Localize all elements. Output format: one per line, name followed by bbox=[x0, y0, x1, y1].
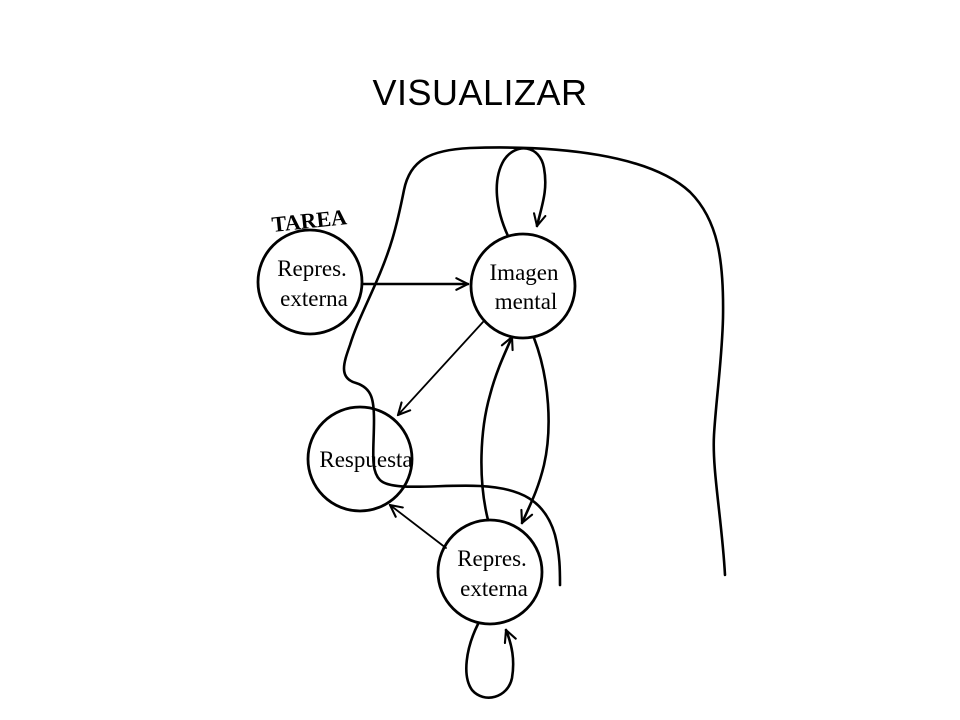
edge-external-bottom-to-mental bbox=[480, 337, 512, 522]
node-external-top bbox=[256, 228, 364, 336]
node-mental-image-label-1: Imagen bbox=[490, 260, 559, 285]
edge-external-bottom-self-loop bbox=[465, 622, 513, 699]
node-external-bottom-label-2: externa bbox=[460, 576, 528, 601]
task-label: TAREA bbox=[270, 204, 348, 237]
node-mental-image bbox=[469, 232, 577, 340]
node-mental-image-label-2: mental bbox=[495, 289, 558, 314]
node-external-top-label-2: externa bbox=[280, 286, 348, 311]
node-external-top-label-1: Repres. bbox=[277, 256, 347, 281]
edge-mental-to-response bbox=[398, 321, 484, 415]
page-title: VISUALIZAR bbox=[372, 72, 588, 113]
head-silhouette bbox=[342, 146, 727, 587]
node-external-bottom-label-1: Repres. bbox=[457, 546, 527, 571]
node-external-bottom bbox=[436, 518, 544, 626]
edge-external-bottom-to-response bbox=[390, 505, 447, 549]
node-response-label: Respuesta bbox=[319, 447, 412, 472]
node-response bbox=[306, 405, 414, 513]
edge-mental-to-external-bottom bbox=[522, 336, 550, 523]
edge-mental-self-loop bbox=[495, 147, 547, 238]
task-label-text: TAREA bbox=[270, 204, 348, 237]
